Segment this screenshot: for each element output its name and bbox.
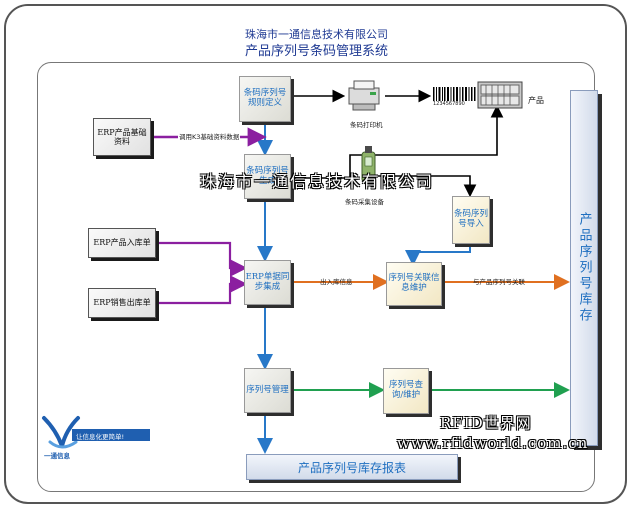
barcode-icon <box>432 86 476 106</box>
label-printer: 条码打印机 <box>350 121 383 129</box>
node-serial-query: 序列号查询/维护 <box>383 368 429 414</box>
title-band <box>6 6 625 62</box>
arrow-erp-in <box>157 241 248 277</box>
node-erp-in: ERP产品入库单 <box>88 228 156 258</box>
scanner-icon <box>361 146 376 183</box>
arrow-import-to-assoc <box>405 245 471 266</box>
site-url-watermark: www.rfidworld.com.cn <box>397 434 589 452</box>
printer-icon <box>348 80 380 111</box>
node-serial-assoc: 序列号关联信息维护 <box>386 262 442 306</box>
site-name-watermark: RFID世界网 <box>440 414 532 432</box>
node-report: 产品序列号库存报表 <box>246 454 458 480</box>
node-barcode-generate: 条码序列号生成 <box>244 154 291 199</box>
company-watermark: 珠海市一通信息技术有限公司 <box>200 172 435 191</box>
arrow-generate-to-product <box>292 104 504 179</box>
node-serial-import: 条码序列号导入 <box>452 196 490 244</box>
arrow-erp-out <box>157 275 248 305</box>
outer-frame <box>4 4 627 504</box>
label-barcode-digits: 1234567890 <box>433 101 465 107</box>
logo-icon <box>42 416 80 449</box>
node-erp-out: ERP销售出库单 <box>88 288 156 318</box>
node-inventory: 产品序列号库存 <box>570 90 598 446</box>
product-icon <box>477 81 523 109</box>
logo-slogan-badge <box>72 429 150 441</box>
label-product-serial-assoc: 与产品序列号关联 <box>473 278 525 286</box>
node-erp-basic: ERP产品基础资料 <box>93 118 151 156</box>
node-serial-mgmt: 序列号管理 <box>244 368 291 413</box>
label-in-info: 出入库信息 <box>320 278 353 286</box>
label-k3-basic: 调用K3基础资料数据 <box>178 131 241 141</box>
system-title: 产品序列号条码管理系统 <box>244 44 388 59</box>
arrow-collector-to-import <box>378 175 477 198</box>
company-title: 珠海市一通信息技术有限公司 <box>245 28 388 41</box>
logo-name: 一通信息 <box>44 452 70 460</box>
label-collector: 条码采集设备 <box>345 198 384 206</box>
node-erp-sync: ERP单据同步集成 <box>244 260 291 305</box>
logo-slogan: 让信息化更简单! <box>76 433 125 441</box>
label-product: 产品 <box>528 96 544 105</box>
node-barcode-rule: 条码序列号规则定义 <box>239 76 291 122</box>
